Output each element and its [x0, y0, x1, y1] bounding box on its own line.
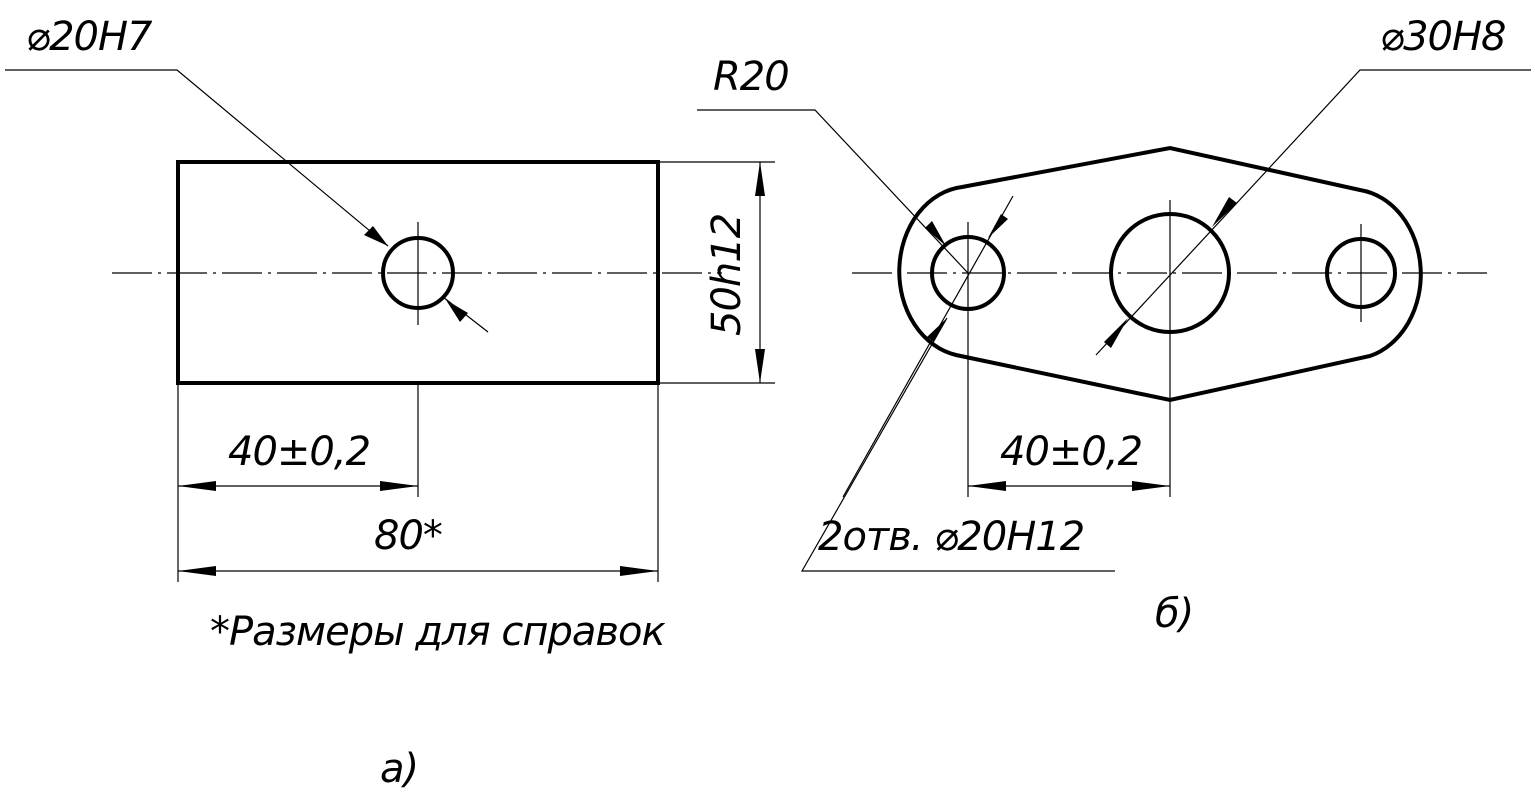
holes-diameter-arrow-1 — [988, 214, 1008, 238]
diameter-label: ⌀20H7 — [26, 14, 153, 60]
flange-outline — [897, 145, 1423, 403]
holes-diameter-leader-upper — [842, 195, 1014, 498]
diameter-leader-line — [5, 69, 389, 247]
big-diameter-label: ⌀30H8 — [1380, 14, 1506, 60]
diameter-arrow-2 — [446, 300, 468, 322]
reference-note: *Размеры для справок — [210, 609, 665, 655]
b-hole-pos-arrow-left — [968, 481, 1006, 491]
hole-pos-arrow-left — [178, 481, 216, 491]
length-arrow-left — [178, 566, 216, 576]
b-hole-pos-arrow-right — [1132, 481, 1170, 491]
radius-leader-line — [697, 109, 969, 274]
big-diameter-arrow-1 — [1212, 197, 1237, 227]
drawing-b: R20 ⌀30H8 2отв. ⌀20H12 40±0,2 б) — [697, 14, 1531, 637]
length-label: 80* — [374, 513, 442, 559]
b-hole-pos-label: 40±0,2 — [1000, 429, 1142, 475]
big-diameter-leader-line — [1095, 69, 1531, 356]
length-arrow-right — [620, 566, 658, 576]
drawing-a-label: а) — [380, 746, 418, 792]
drawing-b-label: б) — [1155, 591, 1193, 637]
holes-diameter-leader-line — [800, 317, 1115, 572]
hole-pos-label: 40±0,2 — [228, 429, 370, 475]
radius-arrow — [925, 221, 946, 246]
hole-pos-arrow-right — [380, 481, 418, 491]
radius-label: R20 — [713, 54, 789, 100]
height-label: 50h12 — [704, 214, 750, 336]
big-diameter-arrow-2 — [1104, 318, 1128, 348]
holes-diameter-label: 2отв. ⌀20H12 — [818, 514, 1084, 560]
diameter-arrow-1 — [364, 226, 388, 246]
height-arrow-bottom — [755, 349, 765, 383]
drawing-a: ⌀20H7 50h12 40±0,2 80* *Размеры для спра… — [5, 14, 775, 792]
height-arrow-top — [755, 162, 765, 196]
holes-diameter-arrow-2 — [927, 318, 947, 342]
